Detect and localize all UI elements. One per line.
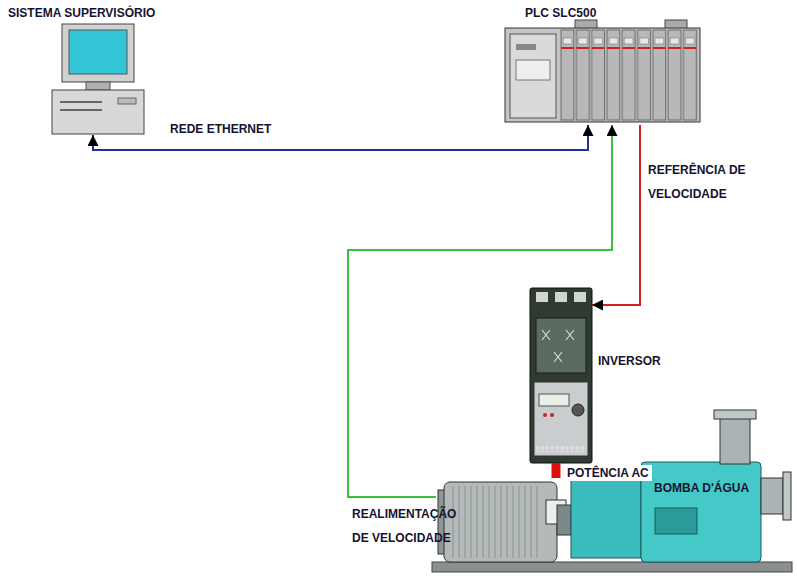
inverter-body (530, 288, 592, 463)
motor-body (444, 482, 557, 562)
plc-chassis (505, 28, 700, 122)
screen (69, 30, 127, 74)
led (550, 413, 554, 417)
monitor-neck (86, 82, 110, 90)
io-modules (560, 28, 698, 122)
led (543, 413, 547, 417)
inverter-panel (536, 318, 586, 373)
edge-label: REDE ETHERNET (170, 122, 300, 136)
terminal (574, 292, 586, 302)
power-button (118, 98, 136, 104)
suction-pipe (761, 478, 783, 514)
pump-node: BOMBA D'ÁGUA (436, 478, 794, 564)
base-skid (432, 562, 792, 572)
speed-reference-wire (592, 125, 640, 305)
edge-label: REALIMENTAÇÃO DE VELOCIDADE (352, 502, 470, 550)
inverter-drive (530, 288, 592, 463)
pump-bracket (571, 468, 641, 558)
drive-slot (60, 109, 102, 111)
shaft-coupling (557, 505, 571, 535)
pump-body (641, 462, 761, 562)
ac-power-cable (552, 463, 561, 478)
suction-flange (783, 472, 791, 520)
terminal (536, 292, 548, 302)
edge-label: REFERÊNCIA DE VELOCIDADE (648, 158, 760, 206)
ethernet-link (93, 125, 588, 150)
node-label: INVERSOR (598, 354, 661, 368)
node-label: BOMBA D'ÁGUA (654, 481, 749, 495)
motor-pump (432, 410, 792, 572)
computer-case (52, 90, 144, 134)
speed-feedback-wire (348, 125, 612, 497)
outlet-pipe (720, 418, 750, 464)
edge-label: POTÊNCIA AC (564, 465, 652, 481)
node-heading: SISTEMA SUPERVISÓRIO (8, 6, 155, 20)
power-label-plate (516, 60, 550, 80)
panel-marks (542, 330, 574, 362)
nameplate (655, 508, 697, 534)
outlet-flange (714, 410, 756, 419)
power-supply (510, 34, 556, 118)
plc-node: PLC SLC500 (505, 4, 700, 125)
node-heading: PLC SLC500 (525, 6, 596, 20)
knob (572, 404, 584, 416)
control-panel (534, 382, 588, 456)
display (539, 394, 569, 406)
plc-rack (505, 20, 700, 122)
power-led (516, 44, 536, 50)
inverter-node: INVERSOR (530, 288, 592, 463)
computer-icon (52, 24, 144, 134)
terminal (555, 292, 567, 302)
terminal-strip (536, 446, 586, 452)
computer-node: SISTEMA SUPERVISÓRIO (8, 4, 183, 135)
motor-fins (448, 486, 540, 558)
drive-slot (60, 101, 102, 103)
monitor (62, 24, 134, 82)
